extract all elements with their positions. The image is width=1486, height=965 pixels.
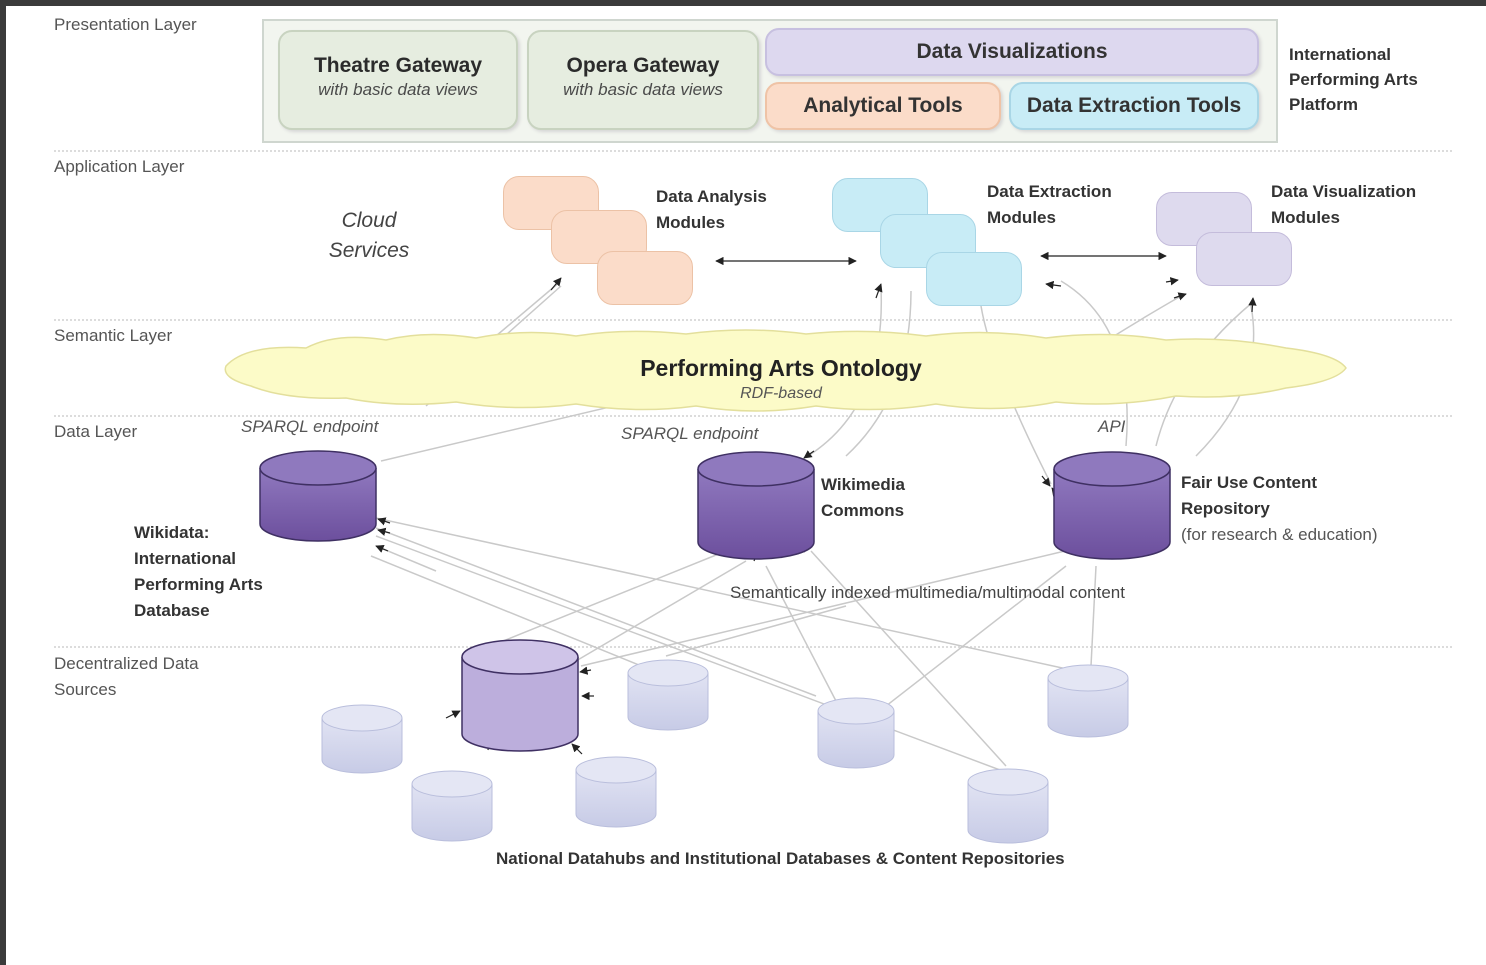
analytical-tools-box[interactable]: Analytical Tools bbox=[765, 82, 1001, 130]
analysis-module-box[interactable] bbox=[597, 251, 693, 305]
connector-layer bbox=[224, 251, 1347, 844]
data-extraction-modules-label: Data Extraction Modules bbox=[987, 182, 1112, 227]
database-source-icon bbox=[575, 756, 657, 828]
decentralized-layer-label: Decentralized Data Sources bbox=[54, 654, 199, 699]
sparql-endpoint-label: SPARQL endpoint bbox=[241, 417, 379, 436]
extraction-module-box[interactable] bbox=[926, 252, 1022, 306]
layer-separator bbox=[54, 415, 1452, 417]
presentation-layer-label: Presentation Layer bbox=[54, 15, 197, 34]
layer-separator bbox=[54, 319, 1452, 321]
data-analysis-modules-label: Data Analysis Modules bbox=[656, 187, 767, 232]
wikimedia-commons-label: Wikimedia Commons bbox=[821, 475, 905, 520]
theatre-gateway-title: Theatre Gateway bbox=[313, 54, 483, 77]
theatre-gateway-subtitle: with basic data views bbox=[318, 80, 478, 99]
opera-gateway[interactable]: Opera Gateway with basic data views bbox=[527, 30, 759, 130]
database-source-icon bbox=[627, 659, 709, 731]
ontology-title: Performing Arts Ontology bbox=[640, 355, 922, 381]
database-wikidata-icon bbox=[259, 450, 377, 542]
ontology-cloud bbox=[224, 329, 1347, 412]
database-aggregator-icon bbox=[461, 639, 579, 752]
indexed-content-label: Semantically indexed multimedia/multimod… bbox=[730, 583, 1125, 602]
api-label: API bbox=[1098, 417, 1126, 436]
application-layer-label: Application Layer bbox=[54, 157, 185, 176]
opera-gateway-title: Opera Gateway bbox=[566, 54, 720, 77]
database-source-icon bbox=[967, 768, 1049, 844]
ontology-subtitle: RDF-based bbox=[740, 385, 822, 402]
database-commons-icon bbox=[697, 451, 815, 560]
sparql-endpoint-label: SPARQL endpoint bbox=[621, 424, 759, 443]
sources-caption: National Datahubs and Institutional Data… bbox=[496, 849, 1065, 868]
fair-use-label: Fair Use Content Repository bbox=[1181, 473, 1318, 518]
semantic-layer-label: Semantic Layer bbox=[54, 326, 173, 345]
database-source-icon bbox=[817, 697, 895, 769]
database-source-icon bbox=[321, 704, 403, 774]
wikidata-label: Wikidata: International Performing Arts … bbox=[134, 523, 263, 620]
cloud-services-label: Cloud Services bbox=[328, 209, 410, 262]
data-extraction-tools-box[interactable]: Data Extraction Tools bbox=[1009, 82, 1259, 130]
theatre-gateway[interactable]: Theatre Gateway with basic data views bbox=[278, 30, 518, 130]
diagram-canvas: Presentation Layer Application Layer Sem… bbox=[6, 6, 1486, 965]
visualization-module-box[interactable] bbox=[1196, 232, 1292, 286]
layer-separator bbox=[54, 150, 1452, 152]
data-layer-label: Data Layer bbox=[54, 422, 138, 441]
platform-label: International Performing Arts Platform bbox=[1289, 45, 1418, 114]
data-visualization-modules-label: Data Visualization Modules bbox=[1271, 182, 1417, 227]
opera-gateway-subtitle: with basic data views bbox=[563, 80, 723, 99]
database-source-icon bbox=[1047, 664, 1129, 738]
fair-use-sublabel: (for research & education) bbox=[1181, 525, 1378, 544]
database-fairuse-icon bbox=[1053, 451, 1171, 560]
database-source-icon bbox=[411, 770, 493, 842]
layer-separator bbox=[54, 646, 1452, 648]
data-visualizations-box[interactable]: Data Visualizations bbox=[765, 28, 1259, 76]
